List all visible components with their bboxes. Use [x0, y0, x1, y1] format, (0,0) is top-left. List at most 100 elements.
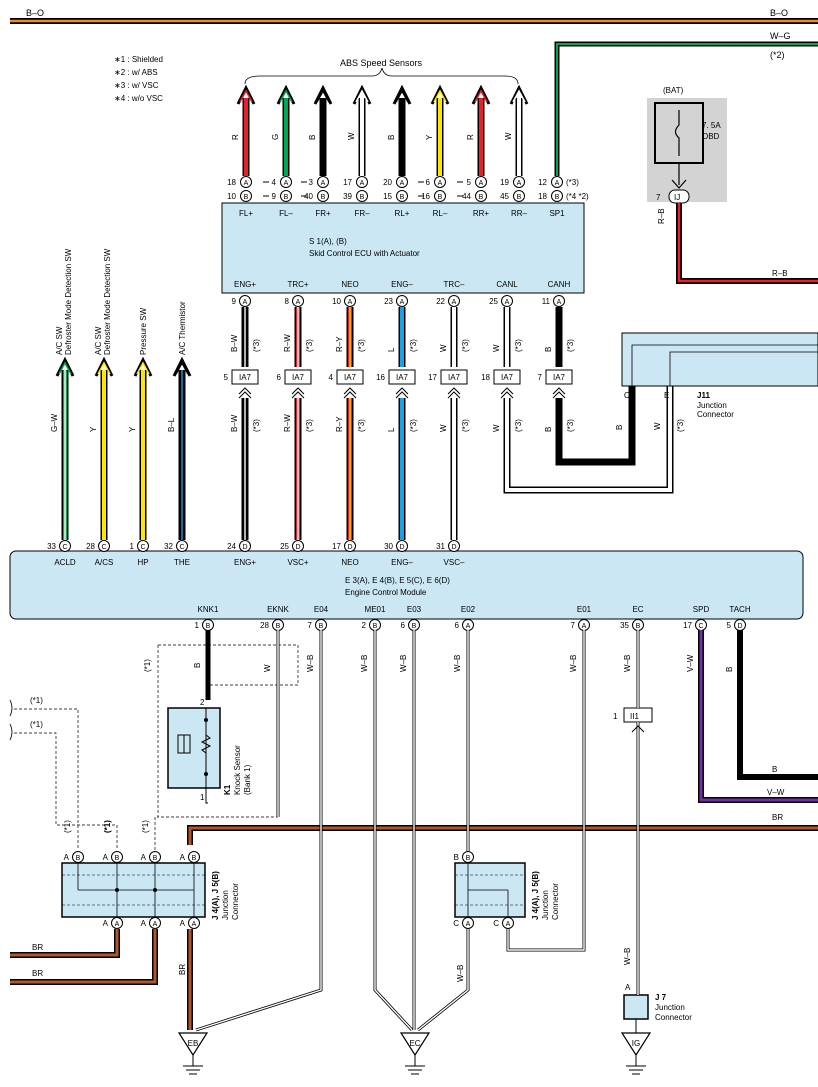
skid-term-top-7: RR+ [473, 209, 490, 218]
knock-sensor: (*1) 2 1 K1 Knock Sensor (Bank 1) [143, 644, 299, 818]
ia7-label-3: IA7 [344, 373, 357, 382]
skid-pin-a-num-3: 3 [309, 178, 314, 187]
skid-bottom-note-6: (*3) [514, 339, 523, 352]
ground-EC: EC [399, 1032, 431, 1075]
ecm-bottom-term-10: TACH [729, 605, 750, 614]
ecm-bottom-pin-2-letter: B [276, 623, 281, 630]
skid-pin-b-4: B [356, 190, 368, 202]
j4l-bottom-letter-3: A [180, 919, 186, 928]
ii1-label: II1 [630, 712, 639, 721]
skid-pin-a-2: A [280, 176, 292, 188]
skid-bottom-note-7: (*3) [566, 339, 575, 352]
ij-pin: 7 [656, 193, 661, 202]
knock-pin-2: 2 [200, 698, 205, 707]
ecm-top-term-4: THE [174, 558, 190, 567]
skid-bottom-group: ENG+A9B–W(*3)IA75B–W(*3)TRC+A8R–W(*3)IA7… [224, 280, 685, 540]
skid-pin-b-6: B [434, 190, 446, 202]
skid-term-bottom-7: CANH [548, 280, 571, 289]
ecm-bottom-term-3: E04 [314, 605, 329, 614]
j4-left: J 4(A), J 5(B) Junction Connector (*1) (… [9, 696, 240, 920]
switch-label-3: Pressure SW [139, 307, 148, 355]
j11-desc-2: Connector [697, 410, 734, 419]
abs-wire-label-3: B [308, 135, 317, 140]
skid-pin-b-num-9: 18 [538, 192, 547, 201]
ground-label-2: EC [409, 1039, 420, 1048]
ia7-lower-note-4: (*3) [409, 419, 418, 432]
j4-left-name: J 4(A), J 5(B) [211, 871, 220, 920]
ecm-bottom-pin-9-letter: C [698, 623, 703, 630]
left-shield-1: (*1) [30, 696, 43, 705]
skid-pin-a-num-9: 12 [538, 178, 547, 187]
skid-pin-a-num-5: 20 [383, 178, 392, 187]
skid-term-bottom-4: ENG– [391, 280, 413, 289]
ia7-lower-note-3: (*3) [357, 419, 366, 432]
ecm-bottom-group: KNK1B1BEKNKB28WE04B7W–BME01B2W–BE03B6W–B… [193, 605, 751, 672]
skid-pin-a-9: A [551, 176, 563, 188]
skid-bottom-pin-6: A [501, 295, 513, 307]
skid-pin-b-7-letter: B [479, 194, 484, 201]
left-br-wires: BR BR BR [10, 929, 193, 1030]
left-shield-2: (*1) [30, 720, 43, 729]
abs-wire-label-1: R [231, 134, 240, 140]
j7-wire: W–B [623, 948, 632, 965]
j4-shield-3: (*1) [141, 820, 150, 833]
j4r-bottom-pin-2-letter: A [506, 921, 511, 928]
ecm-top-pin-num-5: 24 [227, 542, 236, 551]
j4l-bottom-pin-3: A [188, 917, 200, 929]
note-4: ∗4 : w/o VSC [114, 94, 163, 103]
ecm-bottom-pin-9: C [695, 619, 707, 631]
ecm-top-pin-2: C [98, 540, 110, 552]
ecm-top-pin-5: D [239, 540, 251, 552]
ecm-bottom-pin-1: B [202, 619, 214, 631]
ecm-bottom-term-5: E03 [407, 605, 422, 614]
ecm-bottom-wire-label-4: W–B [360, 655, 369, 672]
skid-bottom-wire-label-4: L [387, 347, 396, 352]
ecm-bottom-wire-label-7: W–B [569, 655, 578, 672]
skid-pin-a-2-letter: A [284, 180, 289, 187]
skid-pin-a-1-letter: A [244, 180, 249, 187]
skid-pin-a-4-letter: A [360, 180, 365, 187]
skid-bottom-pin-6-letter: A [505, 299, 510, 306]
ecm-bottom-pin-num-2: 28 [260, 621, 269, 630]
ecm-bottom-pin-6-letter: A [466, 623, 471, 630]
br-label: BR [772, 813, 783, 822]
j11-junction: C E J11 Junction Connector B W [615, 332, 818, 430]
ia7-lower-label-1: B–W [230, 414, 239, 432]
skid-term-top-6: RL– [433, 209, 448, 218]
skid-pin-b-num-6: 16 [421, 192, 430, 201]
ecm-bottom-pin-2: B [272, 619, 284, 631]
ecm-bottom-term-2: EKNK [267, 605, 289, 614]
ii1-pin: 1 [613, 712, 618, 721]
knock-shield: (*1) [143, 659, 152, 672]
ia7-lower-label-6: W [492, 424, 501, 432]
skid-bottom-wire-label-6: W [492, 344, 501, 352]
skid-term-top-4: FR– [354, 209, 370, 218]
skid-pin-b-1: B [240, 190, 252, 202]
ecm-top-pin-3-letter: C [140, 544, 145, 551]
abs-wire-label-8: W [504, 132, 513, 140]
ecm-top-term-5: ENG+ [234, 558, 256, 567]
ecm-top-group: C33ACLDC28A/CSC1HPC32THED24ENG+D25VSC+D1… [47, 540, 465, 567]
j4l-bottom-letter-1: A [103, 919, 109, 928]
j4r-bottom-letter-2: C [493, 919, 499, 928]
skid-pin-b-6-letter: B [438, 194, 443, 201]
skid-pin-a-5-letter: A [400, 180, 405, 187]
ecm-top-pin-5-letter: D [242, 544, 247, 551]
skid-pin-a-6-letter: A [438, 180, 443, 187]
ecm-top-term-3: HP [137, 558, 148, 567]
ia7-lower-note-7: (*3) [566, 419, 575, 432]
skid-pin-b-5-letter: B [400, 194, 405, 201]
j4l-bottom-pin-2: A [149, 917, 161, 929]
ground-IG: IG [620, 1032, 652, 1075]
br-left-2: BR [32, 969, 43, 978]
j4l-bottom-pin-3-letter: A [192, 921, 197, 928]
ia7-lower-note-2: (*3) [305, 419, 314, 432]
j4-right-wire: W–B [456, 965, 465, 982]
ia7-label-6: IA7 [501, 373, 514, 382]
j4l-bottom-pin-1-letter: A [115, 921, 120, 928]
